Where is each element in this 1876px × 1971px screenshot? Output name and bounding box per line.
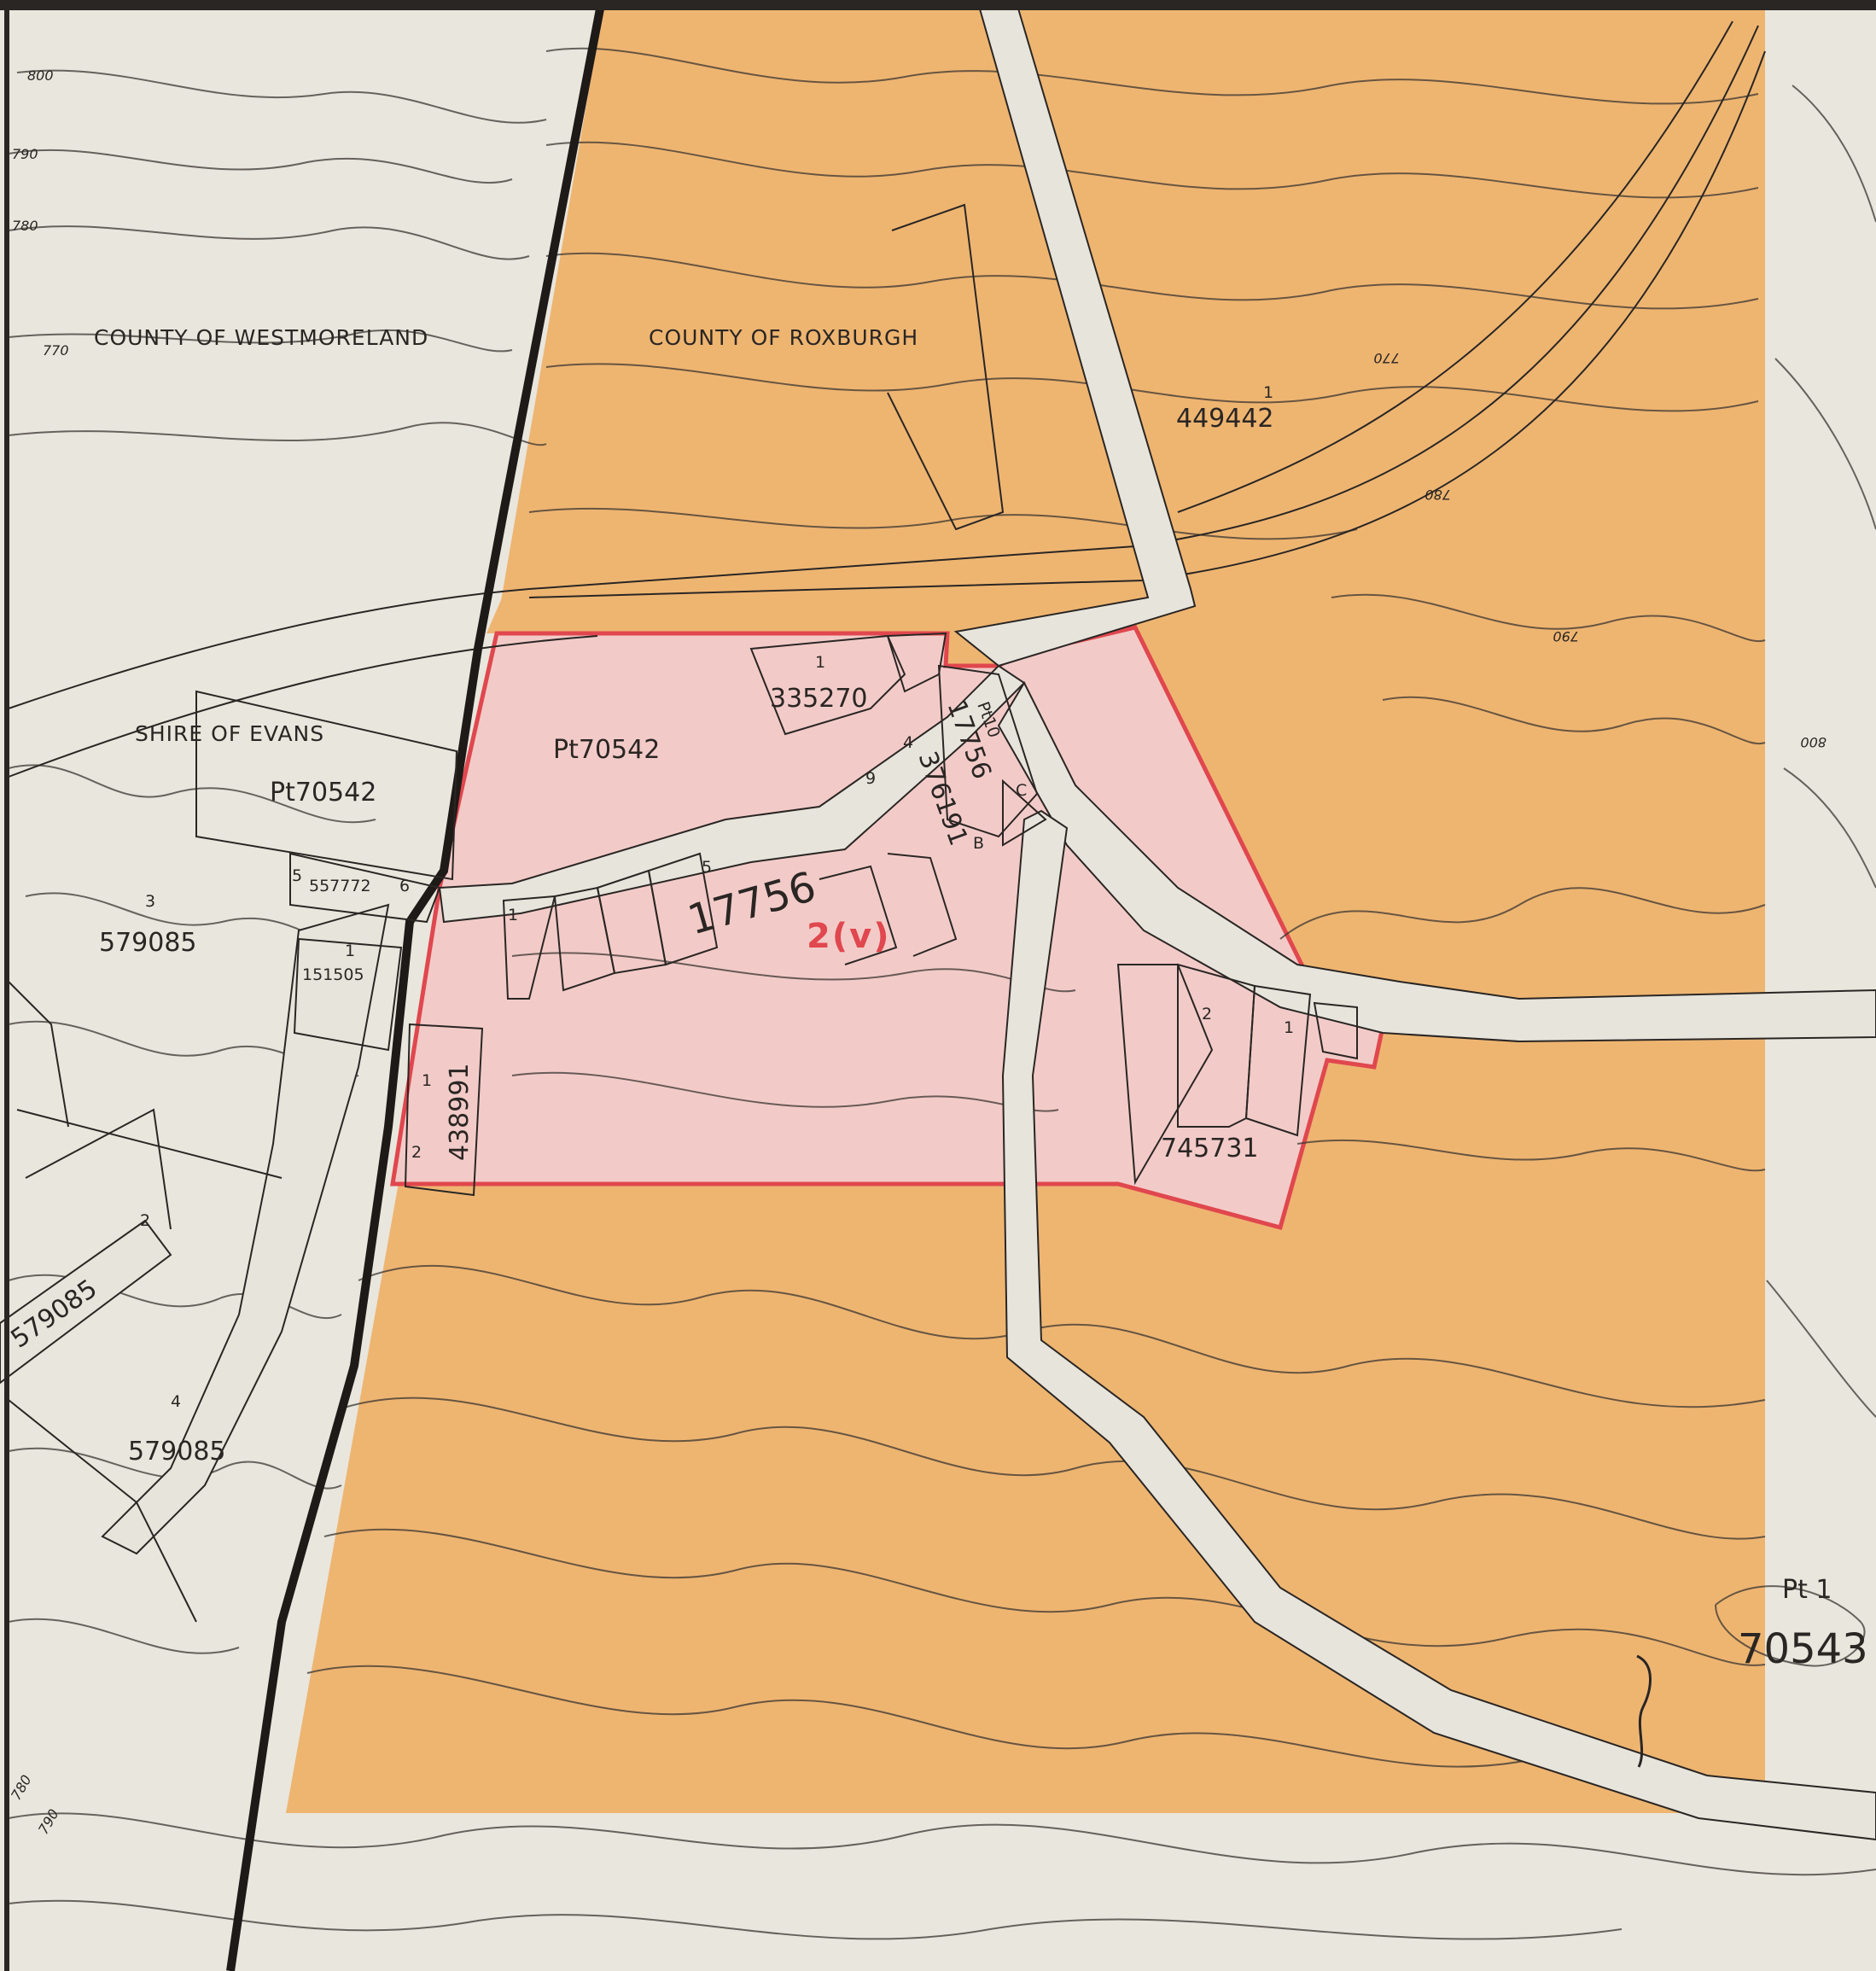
lot-pt1: Pt 1 bbox=[1782, 1575, 1832, 1605]
road-southwest bbox=[101, 903, 390, 1555]
contour-label-790-west: 790 bbox=[12, 146, 38, 162]
lot-579085-2-num: 2 bbox=[140, 1211, 150, 1230]
lot-pt70542-east: Pt70542 bbox=[553, 735, 660, 765]
lot-579085-4: 579085 bbox=[128, 1437, 226, 1467]
road-east bbox=[997, 680, 1876, 1043]
lot-151505-num: 1 bbox=[345, 942, 355, 960]
lot-449442-num: 1 bbox=[1263, 383, 1273, 402]
row-lot-1: 1 bbox=[508, 906, 518, 924]
lot-pt70542-west: Pt70542 bbox=[270, 778, 376, 808]
lot-579085-3: 579085 bbox=[99, 928, 197, 958]
lot-557772: 557772 bbox=[309, 877, 371, 895]
lot-70543: 70543 bbox=[1738, 1625, 1868, 1673]
lot-335270-num: 1 bbox=[815, 653, 825, 672]
rural-zone-north bbox=[486, 0, 1765, 1084]
lot-438991: 438991 bbox=[445, 1063, 475, 1161]
contour-label-800-west: 800 bbox=[27, 67, 54, 84]
contour-label-770-north: 770 bbox=[1373, 350, 1400, 366]
contour-label-780-west: 780 bbox=[12, 218, 38, 234]
contour-lines bbox=[8, 47, 1876, 1940]
row-lot-4: 4 bbox=[903, 733, 913, 752]
row-lot-5: 5 bbox=[702, 858, 712, 877]
contour-label-770-west: 770 bbox=[43, 342, 69, 359]
lot-boundaries bbox=[8, 203, 1358, 1623]
row-lot-B: B bbox=[973, 834, 984, 853]
lot-438991-1: 1 bbox=[422, 1071, 432, 1090]
lot-449442: 449442 bbox=[1176, 404, 1274, 434]
zone-2v-label: 2(v) bbox=[807, 917, 890, 956]
lot-557772-6: 6 bbox=[399, 877, 410, 895]
contour-label-780-north: 780 bbox=[1424, 487, 1451, 503]
lot-335270: 335270 bbox=[770, 684, 868, 714]
county-roxburgh-label: COUNTY OF ROXBURGH bbox=[649, 325, 918, 350]
contour-label-800-east: 800 bbox=[1800, 734, 1826, 750]
lot-438991-2: 2 bbox=[411, 1143, 422, 1162]
lot-579085-4-num: 4 bbox=[171, 1392, 181, 1411]
county-boundary bbox=[226, 0, 606, 1971]
survey-lines bbox=[8, 20, 1766, 778]
lot-745731: 745731 bbox=[1161, 1134, 1259, 1163]
county-westmoreland-label: COUNTY OF WESTMORELAND bbox=[94, 325, 428, 350]
road-break-symbol bbox=[1636, 1654, 1652, 1768]
contour-label-790-east: 790 bbox=[1553, 628, 1579, 644]
lot-745731-2: 2 bbox=[1202, 1005, 1212, 1023]
lot-745731-1: 1 bbox=[1284, 1018, 1294, 1037]
row-lot-C: C bbox=[1016, 781, 1027, 800]
lot-151505: 151505 bbox=[302, 965, 364, 984]
shire-evans-label: SHIRE OF EVANS bbox=[135, 721, 324, 746]
road-south bbox=[1001, 809, 1876, 1841]
lot-579085-3-num: 3 bbox=[145, 892, 155, 911]
road-north bbox=[953, 0, 1197, 668]
road-diagonal bbox=[0, 1219, 172, 1385]
roads bbox=[0, 0, 1876, 1841]
lot-557772-5: 5 bbox=[292, 866, 302, 885]
row-lot-9: 9 bbox=[865, 769, 876, 788]
